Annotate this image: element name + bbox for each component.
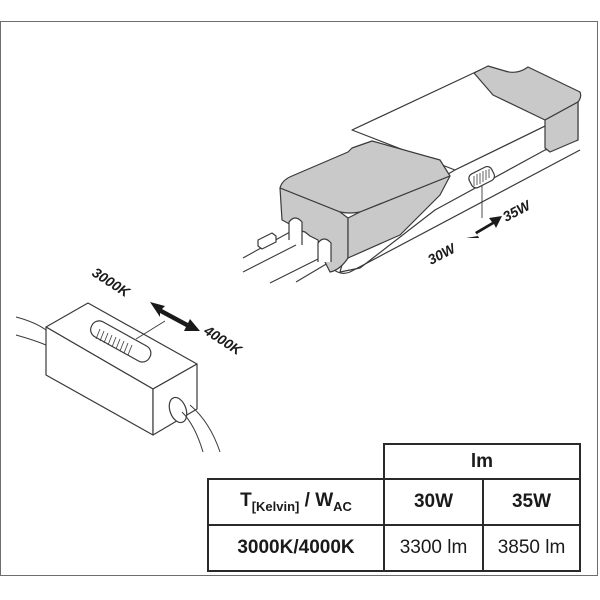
power-unit: AC	[333, 499, 352, 514]
input-cable	[15, 316, 47, 346]
column-header-30w: 30W	[383, 478, 484, 526]
terminal-cover-top	[279, 140, 451, 214]
row-header-title: T[Kelvin] / WAC	[207, 478, 385, 526]
cct-label-4000k: 4000K	[201, 322, 246, 359]
driver-wires	[242, 231, 329, 284]
end-cap-front	[544, 101, 579, 153]
table-group-header-row: lm	[208, 443, 581, 480]
table-row: 3000K/4000K 3300 lm 3850 lm	[207, 524, 581, 572]
cable-entry-left	[288, 217, 303, 245]
power-double-arrow-icon	[466, 216, 502, 238]
cct-double-arrow-icon	[150, 302, 200, 331]
row-label: 3000K/4000K	[207, 524, 385, 572]
power-label-35w: 35W	[500, 196, 535, 224]
temperature-symbol: T	[240, 490, 252, 511]
power-label-30w: 30W	[425, 239, 460, 267]
power-slide-switch[interactable]	[467, 165, 496, 218]
lumen-group-header: lm	[383, 443, 581, 480]
power-symbol: W	[315, 490, 334, 511]
table-corner-blank	[208, 444, 385, 480]
figure-frame	[0, 21, 598, 576]
title-separator: /	[299, 490, 316, 511]
cct-switch-box	[15, 302, 221, 453]
table-header-row: T[Kelvin] / WAC 30W 35W	[207, 478, 581, 526]
cable-entry-right	[317, 238, 332, 262]
cct-slide-switch[interactable]	[88, 318, 166, 365]
lumen-spec-table: lm T[Kelvin] / WAC 30W 35W 3000K/4000K 3…	[207, 443, 581, 572]
temperature-unit: [Kelvin]	[251, 499, 300, 514]
column-header-35w: 35W	[482, 478, 581, 526]
led-driver	[242, 65, 582, 284]
mounting-tab	[257, 232, 277, 250]
terminal-cover-side	[347, 175, 451, 259]
cell-lumen-35w: 3850 lm	[482, 524, 581, 572]
cell-lumen-30w: 3300 lm	[383, 524, 484, 572]
output-cable-grommet	[168, 396, 188, 424]
cct-label-3000k: 3000K	[89, 264, 133, 300]
